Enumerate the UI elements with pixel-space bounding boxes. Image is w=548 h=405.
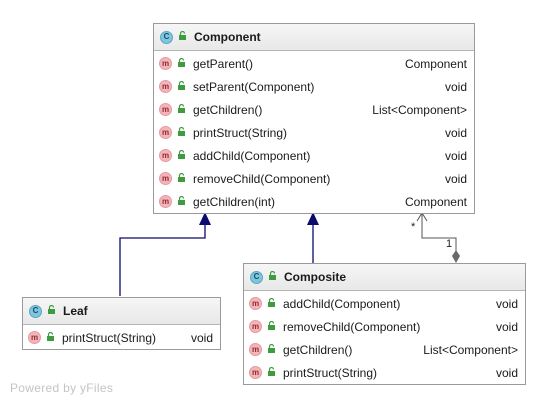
leaf-inheritance-edge [119,224,206,296]
composite-class-box[interactable]: C Composite m addChild(Component) void m rem… [243,263,526,385]
public-visibility-icon [267,320,276,334]
return-type: void [444,125,467,140]
method-name: setParent(Component) [193,79,315,94]
class-name: Leaf [63,304,88,318]
multiplicity-many: * [411,221,416,233]
public-visibility-icon [177,126,186,140]
method-row[interactable]: m getChildren() List<Component> [154,98,474,121]
method-icon: m [159,80,172,93]
method-name: removeChild(Component) [283,319,421,334]
watermark: Powered by yFiles [10,381,114,395]
method-row[interactable]: m removeChild(Component) void [244,315,525,338]
method-icon: m [159,195,172,208]
leaf-members: m printStruct(String) void [23,325,220,349]
public-visibility-icon [177,195,186,209]
method-icon: m [249,297,262,310]
method-icon: m [249,320,262,333]
composite-members: m addChild(Component) void m removeChild(Com… [244,291,525,384]
return-type: void [444,79,467,94]
public-visibility-icon [177,149,186,163]
public-visibility-icon [178,30,187,44]
aggregation-edge [421,214,457,252]
method-row[interactable]: m removeChild(Component) void [154,167,474,190]
method-row[interactable]: m printStruct(String) void [154,121,474,144]
component-members: m getParent() Component m setParent(Componen… [154,51,474,213]
aggregation-diamond [452,250,460,263]
class-icon: C [160,30,173,44]
method-icon: m [249,366,262,379]
method-icon: m [159,172,172,185]
leaf-class-box[interactable]: C Leaf m printStruct(String) void [22,297,221,350]
method-name: addChild(Component) [193,148,311,163]
method-icon: m [159,57,172,70]
method-name: removeChild(Component) [193,171,331,186]
public-visibility-icon [177,57,186,71]
method-row[interactable]: m addChild(Component) void [244,292,525,315]
method-row[interactable]: m addChild(Component) void [154,144,474,167]
return-type: void [444,148,467,163]
class-icon: C [250,270,263,284]
composite-inheritance-arrowhead [307,212,319,225]
component-class-box[interactable]: C Component m getParent() Component m setPar… [153,23,475,214]
public-visibility-icon [267,343,276,357]
return-type: Component [404,194,467,209]
return-type: void [190,330,213,345]
method-name: printStruct(String) [283,365,378,380]
public-visibility-icon [46,331,55,345]
method-row[interactable]: m getParent() Component [154,52,474,75]
public-visibility-icon [177,80,186,94]
method-icon: m [159,103,172,116]
public-visibility-icon [267,366,276,380]
public-visibility-icon [177,172,186,186]
method-icon: m [28,331,41,344]
return-type: List<Component> [372,102,467,117]
method-row[interactable]: m getChildren(int) Component [154,190,474,213]
class-icon: C [29,304,42,318]
return-type: void [495,365,518,380]
method-name: getChildren() [193,102,263,117]
method-icon: m [159,126,172,139]
return-type: void [444,171,467,186]
composite-class-header[interactable]: C Composite [244,264,525,291]
public-visibility-icon [268,270,277,284]
method-name: addChild(Component) [283,296,401,311]
method-icon: m [249,343,262,356]
public-visibility-icon [267,297,276,311]
method-name: printStruct(String) [62,330,157,345]
public-visibility-icon [177,103,186,117]
method-row[interactable]: m printStruct(String) void [23,326,220,349]
return-type: List<Component> [423,342,518,357]
class-name: Component [194,30,261,44]
leaf-class-header[interactable]: C Leaf [23,298,220,325]
method-name: getChildren(int) [193,194,276,209]
return-type: void [495,296,518,311]
method-row[interactable]: m setParent(Component) void [154,75,474,98]
return-type: void [495,319,518,334]
leaf-inheritance-arrowhead [199,212,211,225]
component-class-header[interactable]: C Component [154,24,474,51]
public-visibility-icon [47,304,56,318]
method-icon: m [159,149,172,162]
method-name: printStruct(String) [193,125,288,140]
return-type: Component [404,56,467,71]
method-name: getParent() [193,56,254,71]
class-name: Composite [284,270,347,284]
method-row[interactable]: m getChildren() List<Component> [244,338,525,361]
method-row[interactable]: m printStruct(String) void [244,361,525,384]
method-name: getChildren() [283,342,353,357]
multiplicity-one: 1 [446,238,453,250]
